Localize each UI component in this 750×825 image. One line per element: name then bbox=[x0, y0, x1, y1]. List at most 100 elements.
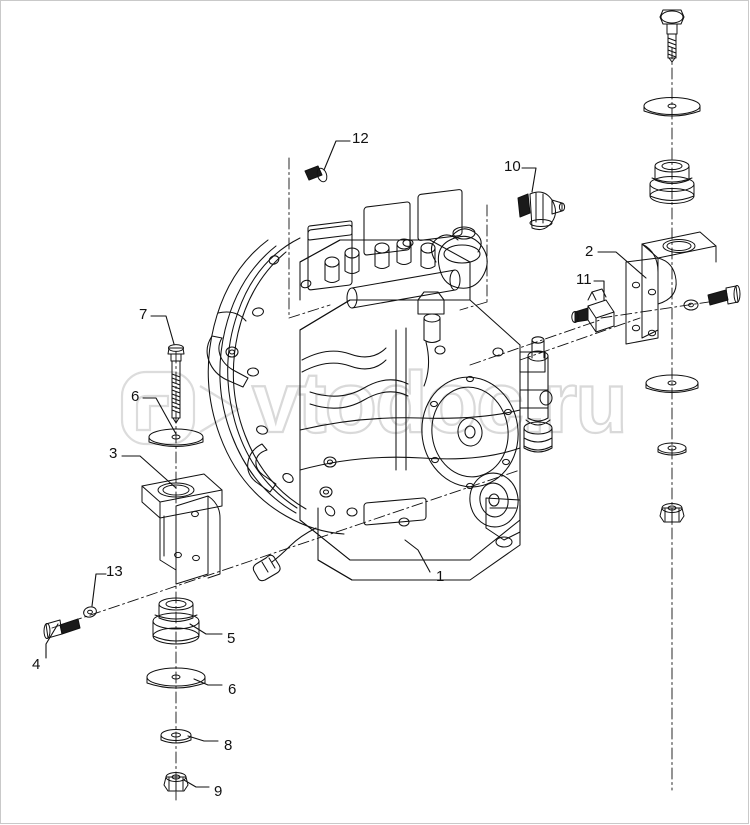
part-12-short-bolt bbox=[304, 165, 328, 183]
differential-hub-center bbox=[464, 425, 476, 439]
body-boss-5 bbox=[434, 345, 446, 355]
bellhousing-boss-5 bbox=[282, 473, 294, 483]
filter-housing-top bbox=[443, 244, 481, 264]
body-boss-2 bbox=[319, 486, 333, 498]
breather-thread bbox=[517, 193, 531, 218]
right-mount-pad-2 bbox=[519, 389, 549, 409]
tube-upper bbox=[301, 347, 387, 361]
bellhousing-lug-left bbox=[206, 335, 249, 388]
upper-bolt-tip bbox=[668, 57, 676, 63]
washer-small-hole bbox=[667, 445, 677, 451]
output-flange-hub bbox=[488, 493, 500, 507]
bolt4-head-end bbox=[43, 623, 51, 639]
leader-7 bbox=[150, 315, 175, 345]
solenoid-2-body bbox=[344, 252, 360, 275]
part-6-lower-washer bbox=[146, 667, 206, 689]
leader-10 bbox=[521, 167, 537, 193]
leader-9 bbox=[183, 779, 210, 788]
diff-bolt-6 bbox=[430, 400, 438, 408]
leader-lines bbox=[45, 140, 647, 788]
bellhousing-boss-4 bbox=[256, 425, 268, 435]
right-stack-bushing bbox=[649, 159, 695, 204]
right-side-bolt-and-washer bbox=[683, 285, 741, 311]
axis-bracket-lower bbox=[519, 317, 641, 361]
axis-lines bbox=[51, 47, 723, 801]
bracket2-fillet-2 bbox=[641, 243, 659, 273]
body-boss-1 bbox=[323, 456, 337, 468]
gearbox-parting-line bbox=[299, 409, 521, 431]
leader-11 bbox=[593, 280, 605, 301]
sensor-boss-lower-body bbox=[523, 427, 553, 453]
upper-bolt-head bbox=[659, 9, 685, 25]
callout-label-4: 4 bbox=[32, 656, 41, 673]
right-bolt-shank bbox=[707, 289, 729, 306]
leader-4 bbox=[45, 623, 59, 659]
callout-label-7: 7 bbox=[139, 306, 148, 323]
isolator-top-bore bbox=[165, 599, 187, 609]
differential-cover bbox=[421, 376, 519, 488]
callout-label-6-lower: 6 bbox=[228, 681, 237, 698]
sensor-boss-top bbox=[527, 350, 549, 362]
washer-top-thickness bbox=[643, 105, 701, 117]
differential-hub bbox=[457, 417, 483, 447]
washer13-outline bbox=[83, 606, 97, 618]
leader-12 bbox=[323, 140, 351, 171]
washer6l-thickness bbox=[146, 676, 206, 689]
solenoid-3-top bbox=[374, 242, 390, 254]
tube-mid-2 bbox=[309, 391, 409, 409]
bushing-bottom-rim bbox=[649, 188, 695, 204]
body-boss-6 bbox=[492, 347, 504, 357]
body-boss-2-hole bbox=[322, 489, 330, 495]
part-7-long-bolt bbox=[167, 344, 185, 424]
bellhousing-lug-hole bbox=[225, 346, 239, 358]
isolator-upper-wall bbox=[158, 603, 194, 622]
bellhousing-lug-hole-inner bbox=[228, 349, 236, 355]
breather-nipple-tip bbox=[558, 202, 566, 212]
bracket3-hole-2 bbox=[174, 551, 182, 559]
transmission-assembly bbox=[206, 189, 553, 582]
callout-label-2: 2 bbox=[585, 243, 594, 260]
gearbox-edge-a bbox=[299, 299, 351, 331]
bracket2-hole-4 bbox=[647, 329, 657, 337]
bracket3-web-top bbox=[175, 495, 209, 507]
washer6u-thickness bbox=[148, 436, 204, 447]
washer6u-hole bbox=[171, 434, 181, 440]
bellhousing-flange-outer bbox=[207, 239, 345, 535]
leader-3 bbox=[121, 455, 177, 489]
solenoid-cluster bbox=[324, 238, 436, 284]
bolt4-thread bbox=[59, 618, 81, 635]
diff-bolt-5 bbox=[431, 456, 439, 464]
locknut-right-ribs bbox=[664, 508, 680, 523]
bolt7-shank bbox=[171, 360, 181, 419]
diff-bolt-3 bbox=[502, 458, 510, 466]
filter-housing bbox=[437, 235, 488, 289]
leader-5 bbox=[189, 623, 223, 635]
washer-lower-thickness bbox=[645, 382, 699, 393]
bolt4-head bbox=[45, 619, 63, 639]
elbow-body-edge2 bbox=[595, 311, 615, 319]
washer8-hole bbox=[171, 732, 181, 738]
diff-bolt-2 bbox=[504, 408, 512, 416]
bracket3-hole-1 bbox=[191, 510, 199, 518]
axis-right-bolt-horizontal bbox=[600, 299, 723, 319]
bellhousing-boss-2 bbox=[252, 307, 264, 317]
washer-small-thickness bbox=[657, 447, 687, 456]
right-stack-washer-lower bbox=[645, 374, 699, 393]
bellhousing-boss-1 bbox=[268, 255, 280, 265]
elbow-body-edge bbox=[587, 305, 597, 333]
diff-bolt-1 bbox=[466, 375, 474, 383]
right-stack-locknut bbox=[659, 503, 685, 523]
output-flange-cover bbox=[469, 472, 519, 528]
bracket2-hole-2 bbox=[647, 288, 657, 296]
gearbox-sump-edge bbox=[317, 559, 353, 581]
isolator-bottom-rim bbox=[152, 627, 200, 645]
part-4-bolt bbox=[43, 618, 81, 639]
bellhousing-flange-inner2 bbox=[232, 251, 307, 510]
bracket3-top-hole-inner bbox=[162, 484, 190, 496]
locknut-ribs bbox=[168, 777, 184, 792]
part-8-small-washer bbox=[160, 729, 192, 744]
body-boss-1-hole bbox=[326, 459, 334, 465]
bracket2-hole-3 bbox=[631, 324, 641, 332]
gearbox-sump-plate bbox=[363, 497, 427, 526]
callout-label-5: 5 bbox=[227, 630, 236, 647]
